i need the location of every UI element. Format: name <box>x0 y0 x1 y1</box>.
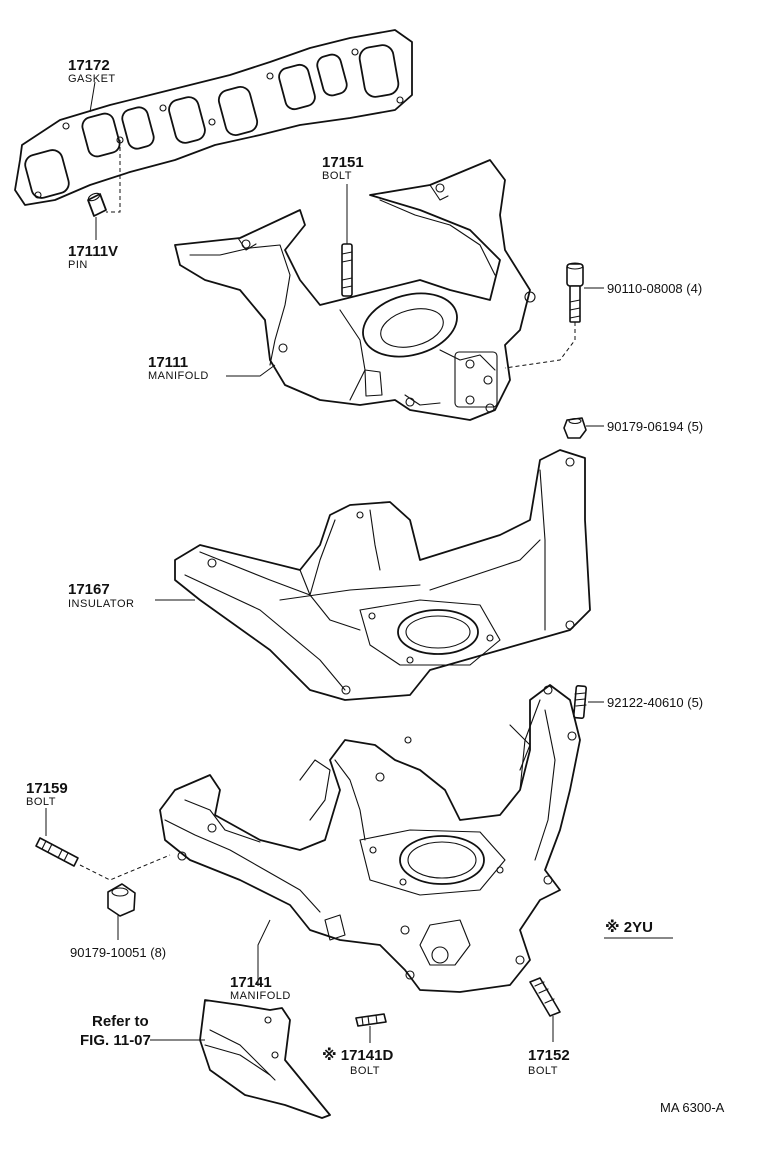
insulator-17167[interactable] <box>174 449 591 701</box>
bolt-17152-name: BOLT <box>528 1065 558 1077</box>
refer-line1: Refer to <box>92 1013 149 1030</box>
nut-90179-10051-number: 90179-10051 (8) <box>70 945 166 960</box>
insulator-name: INSULATOR <box>68 598 134 610</box>
bolt-90110-08008[interactable] <box>566 262 584 323</box>
figure-code: MA 6300-A <box>660 1100 725 1115</box>
refer-line2: FIG. 11-07 <box>80 1032 151 1049</box>
note-2yu: ※ 2YU <box>605 918 653 936</box>
gasket-name: GASKET <box>68 73 116 85</box>
manifold-17111[interactable] <box>174 159 536 421</box>
bolt-17141d-number: ※ 17141D <box>322 1046 393 1064</box>
manifold-17141-name: MANIFOLD <box>230 990 291 1002</box>
manifold-17141-number: 17141 <box>230 974 272 991</box>
bolt-17151[interactable] <box>341 243 353 297</box>
pin-number: 17111V <box>68 243 118 260</box>
insulator-number: 17167 <box>68 581 110 598</box>
gasket-17172[interactable] <box>14 29 413 206</box>
bolt-17152-number: 17152 <box>528 1047 570 1064</box>
gasket-number: 17172 <box>68 57 110 74</box>
stud-92122-40610[interactable] <box>572 684 588 720</box>
nut-90179-06194-number: 90179-06194 (5) <box>607 419 703 434</box>
pin-17111v[interactable] <box>87 192 107 217</box>
bolt-17159[interactable] <box>35 837 79 867</box>
pin-name: PIN <box>68 259 88 271</box>
bolt-17159-number: 17159 <box>26 780 68 797</box>
bolt-17141d[interactable] <box>355 1013 387 1027</box>
bolt-17151-name: BOLT <box>322 170 352 182</box>
bolt-17151-number: 17151 <box>322 154 364 171</box>
manifold-17111-number: 17111 <box>148 354 188 371</box>
bolt-17141d-name: BOLT <box>350 1065 380 1077</box>
bolt-17159-name: BOLT <box>26 796 56 808</box>
manifold-17141[interactable] <box>159 684 581 993</box>
bolt-90110-number: 90110-08008 (4) <box>607 281 702 296</box>
bolt-17152[interactable] <box>529 977 561 1017</box>
stud-92122-number: 92122-40610 (5) <box>607 695 703 710</box>
manifold-17111-name: MANIFOLD <box>148 370 209 382</box>
heat-shield[interactable] <box>199 999 331 1119</box>
nut-90179-06194[interactable] <box>563 417 587 439</box>
nut-90179-10051[interactable] <box>107 883 136 917</box>
